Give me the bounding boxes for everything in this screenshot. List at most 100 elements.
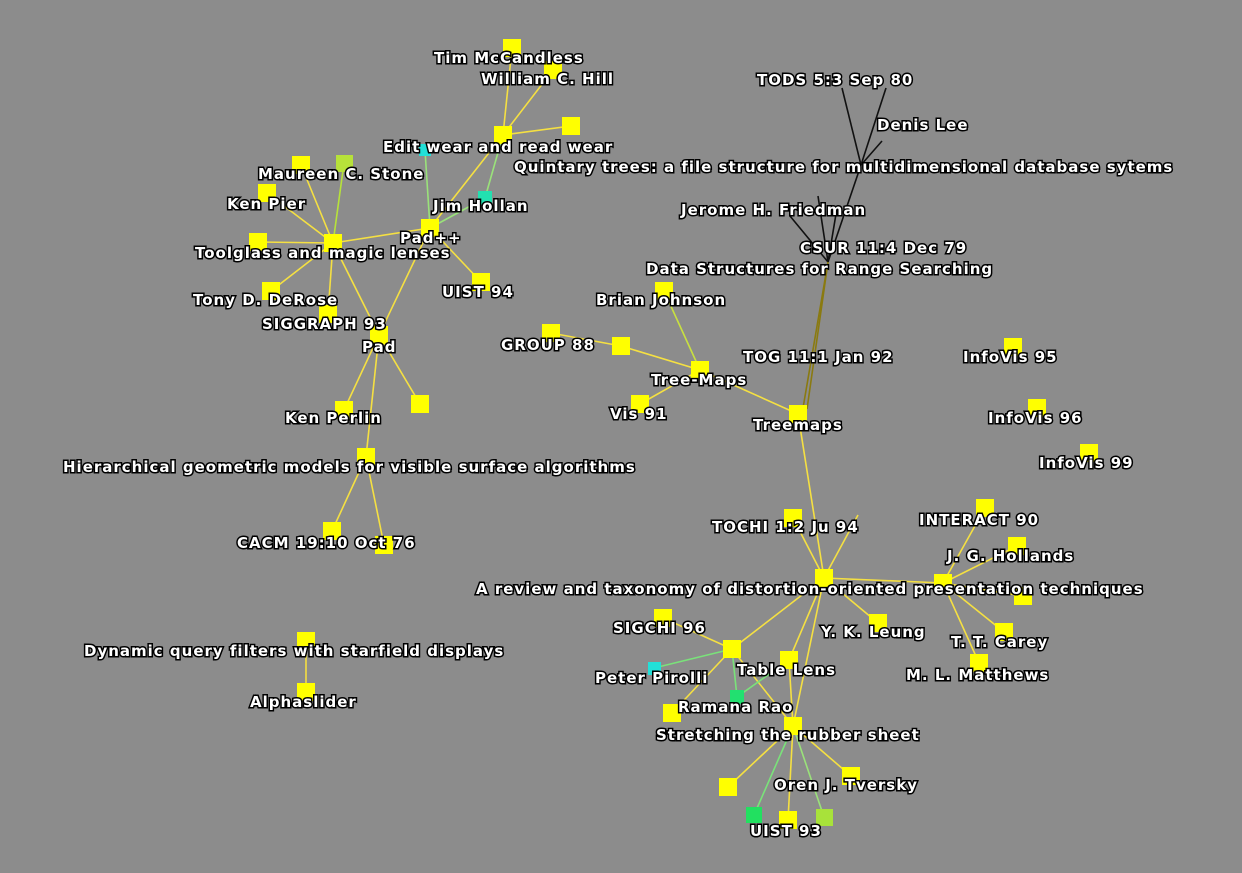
label-alphaslider[interactable]: Alphaslider bbox=[249, 692, 358, 713]
label-siggraph93[interactable]: SIGGRAPH 93 bbox=[261, 314, 388, 335]
label-tog[interactable]: TOG 11:1 Jan 92 bbox=[742, 347, 895, 368]
node[interactable] bbox=[297, 632, 315, 650]
label-infovis99[interactable]: InfoVis 99 bbox=[1038, 453, 1135, 474]
node[interactable] bbox=[411, 395, 429, 413]
node[interactable] bbox=[544, 61, 562, 79]
label-oren[interactable]: Oren J. Tversky bbox=[773, 775, 919, 796]
label-tree-maps[interactable]: Tree-Maps bbox=[650, 370, 748, 391]
node[interactable] bbox=[324, 234, 342, 252]
node[interactable] bbox=[542, 324, 560, 342]
node[interactable] bbox=[780, 651, 798, 669]
node[interactable] bbox=[421, 219, 439, 237]
node[interactable] bbox=[789, 405, 807, 423]
label-uist94[interactable]: UIST 94 bbox=[441, 282, 515, 303]
label-uist93[interactable]: UIST 93 bbox=[749, 821, 823, 842]
label-sigchi96[interactable]: SIGCHI 96 bbox=[612, 618, 707, 639]
label-tods[interactable]: TODS 5:3 Sep 80 bbox=[756, 70, 914, 91]
label-infovis96[interactable]: InfoVis 96 bbox=[987, 408, 1084, 429]
label-tim-mccandless[interactable]: Tim McCandless bbox=[433, 48, 585, 69]
label-stretching[interactable]: Stretching the rubber sheet bbox=[655, 725, 921, 746]
label-maureen-stone[interactable]: Maureen C. Stone bbox=[257, 164, 425, 185]
label-review[interactable]: A review and taxonomy of distortion-orie… bbox=[475, 579, 1145, 600]
node[interactable] bbox=[494, 126, 512, 144]
node[interactable] bbox=[258, 184, 276, 202]
node[interactable] bbox=[323, 522, 341, 540]
node[interactable] bbox=[970, 654, 988, 672]
label-pad[interactable]: Pad bbox=[361, 337, 397, 358]
node[interactable] bbox=[335, 401, 353, 419]
label-ken-pier[interactable]: Ken Pier bbox=[226, 194, 307, 215]
label-pirolli[interactable]: Peter Pirolli bbox=[594, 668, 709, 689]
label-ramana[interactable]: Ramana Rao bbox=[677, 697, 794, 718]
node[interactable] bbox=[784, 509, 802, 527]
node[interactable] bbox=[419, 144, 431, 156]
label-group88[interactable]: GROUP 88 bbox=[500, 335, 596, 356]
node[interactable] bbox=[631, 395, 649, 413]
label-toolglass[interactable]: Toolglass and magic lenses bbox=[194, 243, 452, 264]
node[interactable] bbox=[357, 448, 375, 466]
node[interactable] bbox=[779, 811, 797, 829]
label-tochi[interactable]: TOCHI 1:2 Ju 94 bbox=[711, 517, 860, 538]
node[interactable] bbox=[730, 690, 744, 704]
node[interactable] bbox=[249, 233, 267, 251]
node[interactable] bbox=[746, 807, 762, 823]
label-infovis95[interactable]: InfoVis 95 bbox=[962, 347, 1059, 368]
node[interactable] bbox=[655, 282, 673, 300]
label-matthews[interactable]: M. L. Matthews bbox=[905, 665, 1050, 686]
label-hollands[interactable]: J. G. Hollands bbox=[945, 546, 1075, 567]
node[interactable] bbox=[319, 305, 337, 323]
label-william-hill[interactable]: William C. Hill bbox=[480, 69, 615, 90]
node[interactable] bbox=[478, 191, 492, 205]
label-edit-wear[interactable]: Edit wear and read wear bbox=[382, 137, 614, 158]
node[interactable] bbox=[297, 683, 315, 701]
node[interactable] bbox=[691, 361, 709, 379]
label-brian-johnson[interactable]: Brian Johnson bbox=[595, 290, 727, 311]
label-quintary[interactable]: Quintary trees: a file structure for mul… bbox=[513, 157, 1174, 178]
label-csur[interactable]: CSUR 11:4 Dec 79 bbox=[799, 238, 968, 259]
label-vis91[interactable]: Vis 91 bbox=[609, 404, 669, 425]
label-ken-perlin[interactable]: Ken Perlin bbox=[284, 408, 383, 429]
nodes[interactable] bbox=[249, 39, 1098, 829]
node[interactable] bbox=[723, 640, 741, 658]
node[interactable] bbox=[654, 609, 672, 627]
node[interactable] bbox=[1004, 338, 1022, 356]
label-data-struct[interactable]: Data Structures for Range Searching bbox=[645, 259, 994, 280]
node[interactable] bbox=[262, 282, 280, 300]
node[interactable] bbox=[842, 767, 860, 785]
label-table-lens[interactable]: Table Lens bbox=[736, 660, 837, 681]
node[interactable] bbox=[869, 614, 887, 632]
node[interactable] bbox=[562, 117, 580, 135]
node[interactable] bbox=[816, 809, 833, 826]
node[interactable] bbox=[976, 499, 994, 517]
node[interactable] bbox=[648, 662, 661, 675]
node[interactable] bbox=[995, 623, 1013, 641]
node[interactable] bbox=[472, 273, 490, 291]
node[interactable] bbox=[612, 337, 630, 355]
node[interactable] bbox=[1028, 399, 1046, 417]
label-tony-derose[interactable]: Tony D. DeRose bbox=[192, 290, 339, 311]
node[interactable] bbox=[1080, 444, 1098, 462]
node[interactable] bbox=[336, 155, 353, 172]
label-interact90[interactable]: INTERACT 90 bbox=[918, 510, 1040, 531]
node[interactable] bbox=[784, 717, 802, 735]
node[interactable] bbox=[663, 704, 681, 722]
label-treemaps[interactable]: Treemaps bbox=[752, 415, 844, 436]
label-padpp[interactable]: Pad++ bbox=[399, 228, 463, 249]
node[interactable] bbox=[1008, 537, 1026, 555]
label-dyn-query[interactable]: Dynamic query filters with starfield dis… bbox=[83, 641, 505, 662]
label-jim-hollan[interactable]: Jim Hollan bbox=[431, 196, 530, 217]
node[interactable] bbox=[375, 536, 393, 554]
node[interactable] bbox=[503, 39, 521, 57]
node[interactable] bbox=[1014, 587, 1032, 605]
label-denis-lee[interactable]: Denis Lee bbox=[876, 115, 970, 136]
label-cacm[interactable]: CACM 19:10 Oct 76 bbox=[236, 533, 417, 554]
node[interactable] bbox=[719, 778, 737, 796]
label-jerome[interactable]: Jerome H. Friedman bbox=[679, 200, 867, 221]
node[interactable] bbox=[370, 326, 388, 344]
node[interactable] bbox=[815, 569, 833, 587]
node[interactable] bbox=[292, 156, 310, 174]
node[interactable] bbox=[934, 574, 952, 592]
label-carey[interactable]: T. T. Carey bbox=[950, 632, 1049, 653]
label-leung[interactable]: Y. K. Leung bbox=[819, 622, 927, 643]
